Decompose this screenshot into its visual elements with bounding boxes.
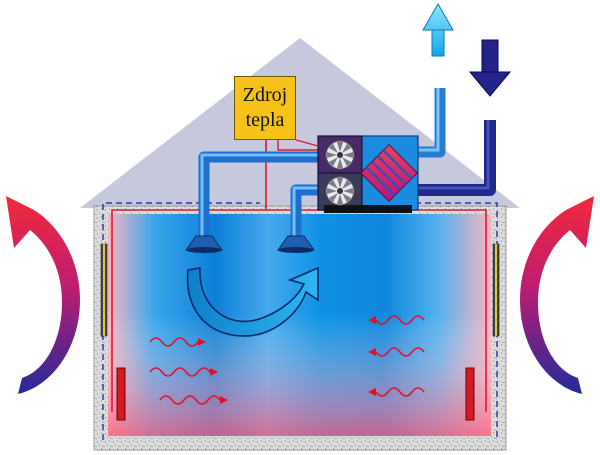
heat-source-label: Zdroj tepla	[234, 76, 296, 140]
heat-source-label-line1: Zdroj	[242, 84, 288, 106]
roof	[80, 38, 520, 208]
heat-source-label-line2: tepla	[245, 109, 285, 131]
heat-wave-icon	[375, 315, 425, 397]
up-arrow-icon	[422, 2, 454, 57]
right-curved-arrow	[520, 196, 594, 394]
heat-exchanger-icon	[360, 144, 418, 202]
down-arrow-icon	[468, 39, 512, 97]
heat-wave-icon	[149, 337, 221, 405]
intake-duct	[418, 120, 496, 196]
supply-duct	[198, 151, 318, 240]
heating-pipe-branch	[277, 140, 318, 151]
fan-icon	[325, 176, 355, 206]
fan-icon	[325, 140, 355, 170]
radiator-icon	[116, 367, 126, 421]
radiator-icon	[465, 367, 475, 421]
left-curved-arrow	[6, 196, 80, 394]
exhaust-duct	[418, 88, 446, 158]
heating-pipe	[111, 140, 267, 412]
circulation-arrow-icon	[186, 266, 319, 337]
